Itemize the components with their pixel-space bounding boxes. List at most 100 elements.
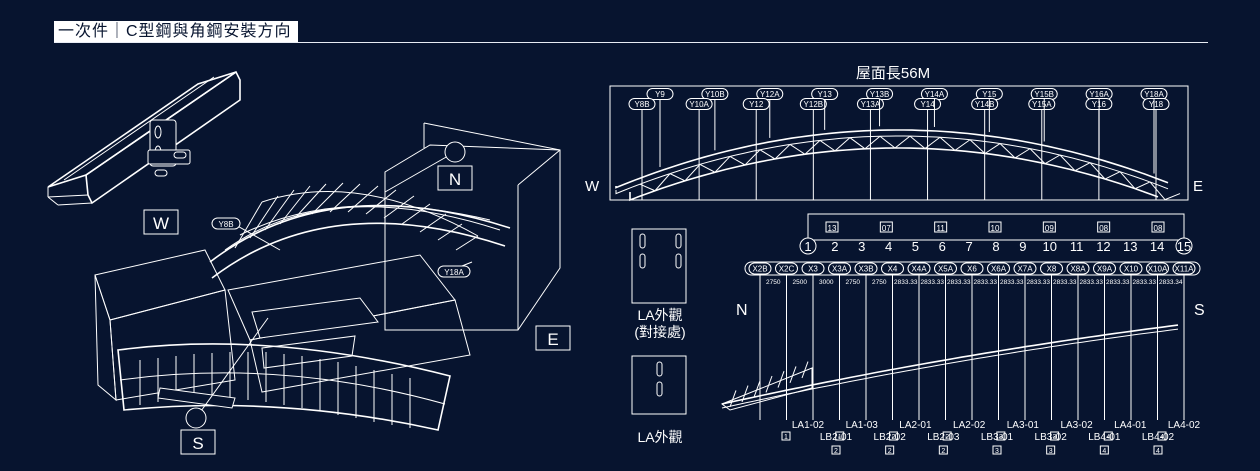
grid-number: 11 (1070, 239, 1084, 254)
la-mark-box (1103, 431, 1113, 441)
span-value: 2833.33 (1053, 279, 1077, 286)
plan-chord-lower (721, 328, 1179, 409)
elev-tag-lower: Y15A (1032, 100, 1052, 109)
elev-web (1074, 162, 1091, 172)
plan-south: S (1194, 302, 1205, 319)
building-tag-y8b: Y8B (218, 220, 233, 229)
building-isometric: N W E S Y8B Y18A (94, 122, 571, 455)
elev-web (1059, 154, 1076, 172)
x-tag: X3 (808, 265, 818, 274)
la-mark: 3 (1053, 434, 1057, 441)
x-tag: X2B (752, 265, 767, 274)
x-tag-pill (828, 262, 851, 275)
elev-web (1104, 171, 1121, 180)
elev-web (819, 139, 836, 152)
title-rule (54, 42, 1208, 43)
c-channel-steel (47, 70, 241, 206)
la-mark-box (835, 431, 845, 441)
la-mark-box (942, 431, 952, 441)
la-mark-box (1050, 431, 1060, 441)
lb-label: LB3-01 (981, 432, 1014, 443)
la-mark-box (996, 431, 1006, 441)
x-tag: X5A (938, 265, 954, 274)
elev-tag-upper: Y12A (760, 90, 780, 99)
elevation-truss (615, 99, 1181, 202)
elev-tag-lower: Y8B (634, 100, 649, 109)
plan-north: N (736, 302, 748, 319)
lb-label: LB4-02 (1142, 432, 1175, 443)
elev-tag-lower: Y10A (689, 100, 709, 109)
elev-tag-upper: Y15 (982, 90, 997, 99)
grid-number: 6 (939, 239, 946, 254)
lb-mark-box (1046, 445, 1056, 455)
x-tag-pill (1093, 262, 1116, 275)
end-truss-web (753, 380, 761, 398)
grid-number: 10 (1042, 239, 1056, 254)
elev-web (804, 140, 821, 155)
elev-tag-upper: Y14A (925, 90, 945, 99)
x-tag-pill (1119, 262, 1143, 275)
elev-tag-lower: Y14B (975, 100, 995, 109)
end-truss-web (801, 361, 809, 379)
lb-mark: 3 (1049, 448, 1053, 455)
span-value: 2833.33 (974, 279, 998, 286)
x-tag: X11A (1175, 265, 1195, 274)
x-tag: X10 (1124, 265, 1139, 274)
la-label: LA1-03 (846, 420, 879, 431)
end-truss-web (741, 385, 749, 403)
elev-chord-top (615, 129, 1169, 189)
x-tag: X4 (888, 265, 898, 274)
span-value: 2500 (793, 279, 808, 286)
plan-curve (720, 324, 1179, 411)
bracket-mark: 09 (1045, 224, 1054, 233)
legend-joint-label: LA外觀 (637, 307, 682, 323)
elev-tag-lower: Y13A (861, 100, 881, 109)
elev-web (879, 135, 896, 149)
bracket-mark: 08 (1099, 224, 1108, 233)
elev-web (774, 144, 791, 160)
x-tag: X8A (1070, 265, 1086, 274)
elev-web (639, 183, 656, 192)
elev-tag-lower: Y18 (1149, 100, 1164, 109)
lb-mark: 4 (1102, 448, 1106, 455)
elev-web (714, 156, 731, 173)
elev-tag-upper: Y16A (1089, 90, 1109, 99)
lb-label: LB2-03 (927, 432, 960, 443)
end-truss-web (765, 375, 773, 393)
elev-web (729, 155, 746, 166)
lb-mark: 2 (888, 448, 892, 455)
elev-web (1164, 193, 1181, 201)
elev-web (684, 164, 701, 182)
la-mark: 1 (784, 434, 788, 441)
la-label: LA4-02 (1168, 420, 1201, 431)
la-mark: 1 (838, 434, 842, 441)
elev-web (789, 144, 806, 155)
elev-tag-lower: Y14 (920, 100, 935, 109)
x-tag-pill (854, 262, 878, 275)
grid-number: 15 (1177, 239, 1191, 254)
elevation-west: W (585, 178, 600, 195)
x-tag-pill (801, 262, 825, 275)
la-mark: 4 (1160, 434, 1164, 441)
bracket-mark: 10 (991, 224, 1000, 233)
elevation-east: E (1193, 178, 1203, 195)
bracket-mark: 07 (882, 224, 891, 233)
grid-circle (1175, 237, 1193, 255)
bracket-mark-box (1042, 221, 1056, 233)
x-tag: X9A (1097, 265, 1113, 274)
elev-tag-upper: Y13 (818, 90, 833, 99)
span-value: 2750 (846, 279, 861, 286)
grid-number: 2 (831, 239, 838, 254)
la-label: LA3-02 (1060, 420, 1093, 431)
span-value: 2833.33 (947, 279, 971, 286)
elev-web (1029, 148, 1046, 164)
lb-mark: 2 (834, 448, 838, 455)
plan-chord (721, 324, 1179, 405)
end-truss-web (729, 390, 737, 407)
span-value: 2833.33 (894, 279, 918, 286)
x-tag: X8 (1047, 265, 1057, 274)
span-value: 2833.33 (1000, 279, 1024, 286)
